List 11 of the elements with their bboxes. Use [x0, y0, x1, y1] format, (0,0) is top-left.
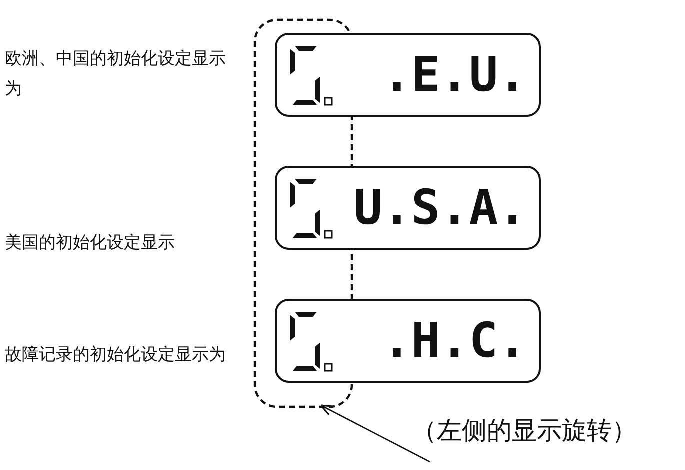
caption-text: 故障记录的初始化设定显示为	[5, 344, 227, 367]
note-text: （左侧的显示旋转）	[412, 414, 637, 447]
segment-display	[275, 299, 541, 383]
display-readout: U.S.A.	[354, 179, 527, 238]
arrow	[320, 404, 430, 463]
display-readout: .H.C.	[382, 312, 527, 371]
caption-text: 美国的初始化设定显示	[5, 232, 176, 255]
display-readout: .E.U.	[382, 46, 527, 105]
segment-display	[275, 33, 541, 117]
segment-display	[275, 166, 541, 250]
caption-text: 欧洲、中国的初始化设定显示为	[5, 48, 227, 101]
